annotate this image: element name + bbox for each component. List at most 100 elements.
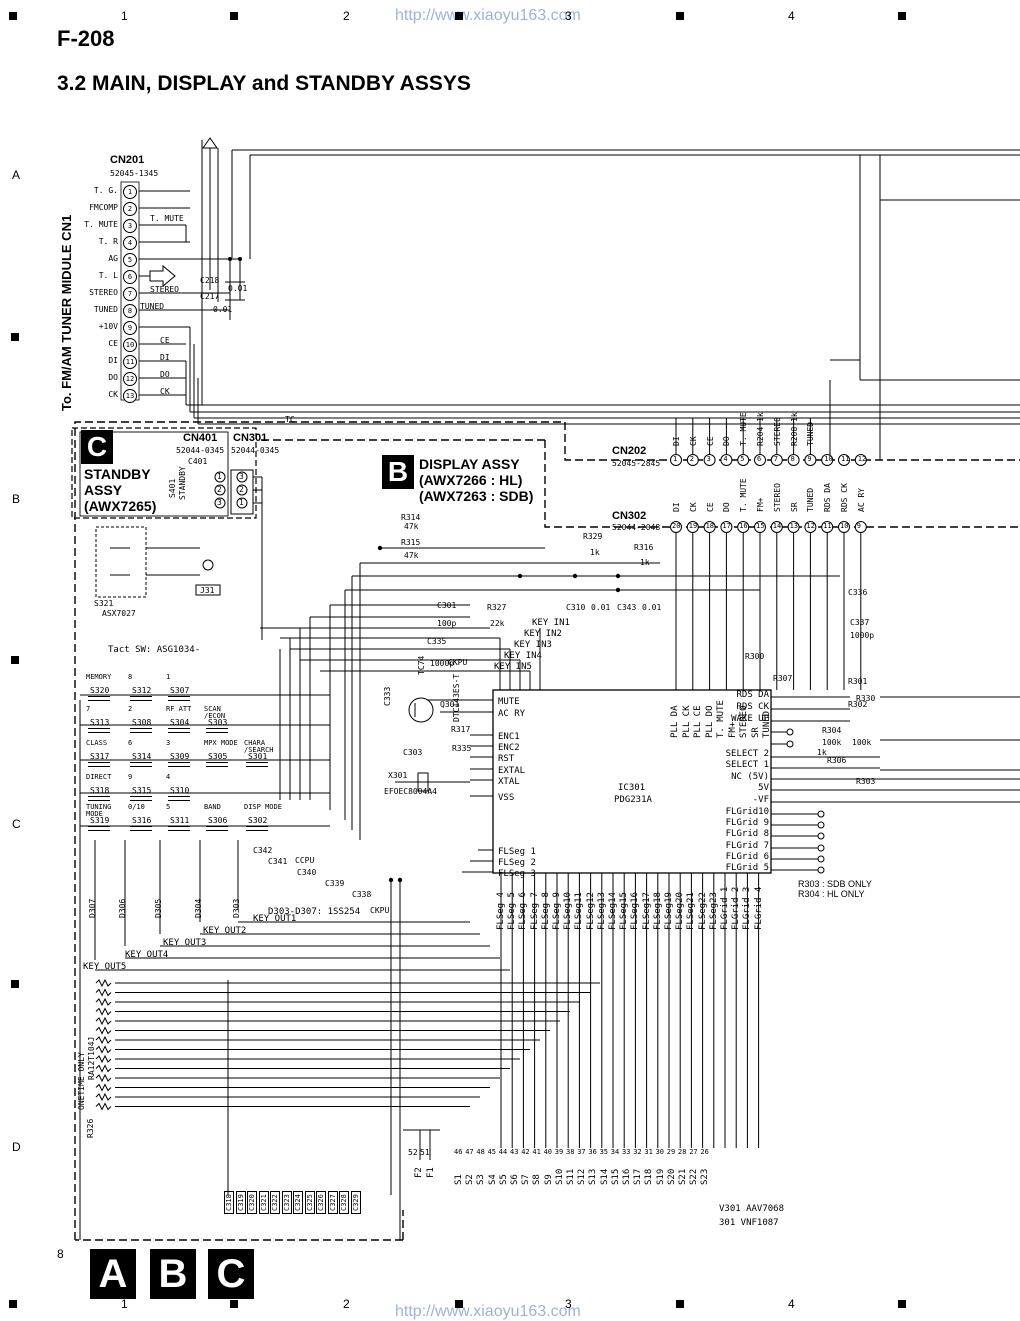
cn301-pin-2: 2 <box>239 485 244 494</box>
ic-right-pin-label: FLGrid 8 <box>725 829 769 839</box>
ic-bottom-pin-label: FLSeg20 <box>675 892 686 930</box>
cn202-pin-number: 10 <box>824 455 833 463</box>
cn202-pin <box>703 454 716 466</box>
grid-col-2: 2 <box>343 9 350 23</box>
r314-value: 47k <box>404 522 419 531</box>
registration-mark <box>9 1300 17 1308</box>
segment-pin-number: 39 <box>554 1148 564 1156</box>
cn202-pin <box>821 454 834 466</box>
c310-value: 0.01 <box>591 603 611 612</box>
segment-pin-number: 42 <box>521 1148 530 1156</box>
cn302-pin <box>838 521 850 533</box>
ic-right-pin-label: SELECT 2 <box>725 749 769 759</box>
switch-name: DIRECT <box>86 773 112 781</box>
bottom-cap-label: C318 <box>224 1191 234 1214</box>
standby-name: STANDBY ASSY (AWX7265) <box>84 466 156 514</box>
switch-s401: S401 <box>168 478 177 498</box>
cn202-pin <box>720 454 733 466</box>
segment-pin-number: 32 <box>633 1148 642 1156</box>
cn202-pin <box>804 454 817 466</box>
segment-bus-label: S12 <box>577 1168 588 1185</box>
cn401-pin-3: 3 <box>217 498 222 507</box>
diode-label: D303 <box>232 898 241 918</box>
switch-name: 3 <box>166 739 171 747</box>
f1-label: F1 <box>426 1167 436 1178</box>
tuner-pin-label: T. R <box>98 237 118 246</box>
cn302-pin-number: 18 <box>705 522 715 530</box>
bottom-cap-label: C325 <box>304 1191 315 1214</box>
switch-ref: S314 <box>132 752 152 761</box>
switch-ref: S319 <box>90 816 110 825</box>
cn202-signal-label: R208 1k <box>789 412 799 446</box>
cap-c217: C217 <box>200 292 220 301</box>
ic-top-pin-label: PLL DO <box>704 705 715 738</box>
cap-c218: C218 <box>200 276 220 285</box>
cn302-signal-label: CK <box>688 502 698 512</box>
ic-left-pin-label: XTAL <box>498 777 520 787</box>
cn302-pin <box>670 521 682 533</box>
standby-name-line-3: (AWX7265) <box>84 498 157 514</box>
tact-switch-icon <box>130 696 152 701</box>
cn302-signal-label: T. MUTE <box>739 478 749 512</box>
resistor-symbol <box>95 1007 112 1016</box>
key-output-label: KEY OUT3 <box>163 938 207 948</box>
switch-ref: S311 <box>170 816 190 825</box>
x301-part: EFOEC8004A4 <box>384 787 437 796</box>
ic-top-pin-label: PLL CK <box>681 705 692 738</box>
cn302-signal-label: RDS DA <box>823 483 833 512</box>
resistor-symbol <box>95 997 112 1007</box>
segment-bus-label: S2 <box>465 1174 476 1185</box>
ic-bottom-pin-label: FLSeg19 <box>664 892 674 930</box>
switch-name: TUNING MODE <box>86 803 112 818</box>
tuner-pin-label: T. MUTE <box>84 220 118 229</box>
cn401-pin-1: 1 <box>217 472 222 481</box>
switch-ref: S312 <box>132 686 152 695</box>
note-v301: V301 AAV7068 <box>719 1204 785 1214</box>
q301: Q301 <box>440 700 460 709</box>
switch-name: 7 <box>86 705 91 713</box>
tact-switch-icon <box>88 728 110 733</box>
tuner-pin-number: 9 <box>123 321 137 335</box>
switch-name: SCAN /ECON <box>204 705 226 720</box>
switch-name: 8 <box>128 673 133 681</box>
resistor-symbol <box>95 1102 112 1111</box>
display-name-line-3: (AWX7263 : SDB) <box>419 488 534 504</box>
badge-a: A <box>90 1249 136 1299</box>
ic-bottom-pin-label: FLGrid 3 <box>742 886 753 930</box>
segment-pin-number: 46 <box>454 1148 463 1156</box>
bottom-cap-label: C328 <box>339 1191 349 1214</box>
cn302-pin-number: 12 <box>806 522 815 530</box>
cn202-pin-number: 9 <box>807 455 812 463</box>
resistor-label: R307 <box>773 674 793 683</box>
switch-ref: S303 <box>208 718 228 727</box>
switch-ref: S317 <box>90 752 110 761</box>
switch-s321: S321 <box>94 599 114 608</box>
cn202-signal-label: DI <box>672 436 681 446</box>
switch-ref: S313 <box>90 718 110 727</box>
key-input-label: KEY IN5 <box>494 662 532 672</box>
resistor-symbol <box>95 1035 112 1045</box>
tuner-pin-number: 6 <box>123 270 137 284</box>
grid-row-d: D <box>12 1140 21 1154</box>
cn301-label: CN301 <box>233 432 268 444</box>
grid-col-4: 4 <box>788 9 795 23</box>
segment-pin-number: 30 <box>655 1148 665 1156</box>
ic-right-pin-label: SELECT 1 <box>725 760 769 770</box>
cn302-pin <box>720 521 733 533</box>
key-input-label: KEY IN4 <box>504 651 542 661</box>
tuner-pin-label: +10V <box>98 322 118 331</box>
cn302-pin-number: 16 <box>739 522 748 530</box>
display-badge: B <box>382 455 414 489</box>
grid-row-a: A <box>12 168 21 182</box>
ic-top-pin-label: SR <box>750 727 761 738</box>
segment-pin-number: 36 <box>588 1148 597 1156</box>
tact-switch-icon <box>168 826 190 831</box>
c340: C340 <box>297 868 317 877</box>
wire-label-stereo: STEREO <box>150 285 179 294</box>
switch-ref: S304 <box>170 718 190 727</box>
cn202-signal-label: TUNED <box>806 421 816 446</box>
tact-switch-icon <box>88 696 110 701</box>
tuner-pin-label: DI <box>108 356 118 365</box>
registration-mark <box>676 12 684 20</box>
led-c401: C401 <box>188 457 208 466</box>
